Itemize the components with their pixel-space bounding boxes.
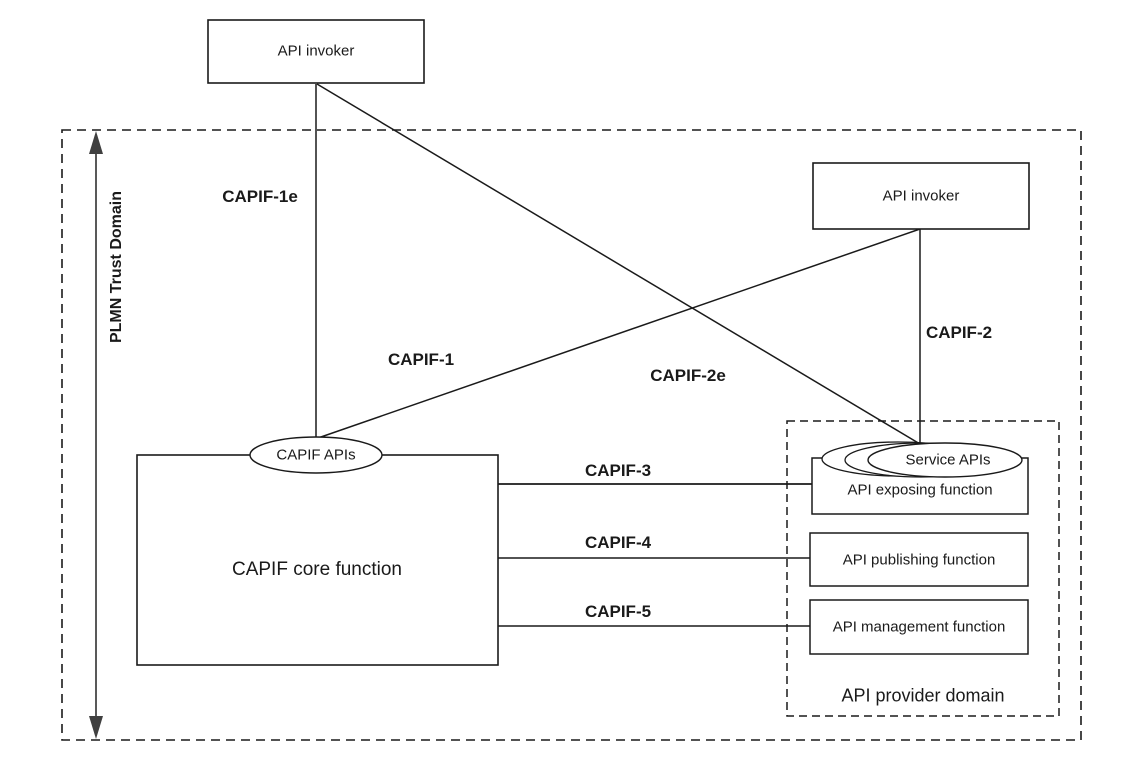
arrow-up-icon xyxy=(89,131,103,154)
service-apis-label: Service APIs xyxy=(905,451,991,469)
arrow-down-icon xyxy=(89,716,103,739)
api-invoker-internal-box xyxy=(812,162,1030,230)
capif-1-link xyxy=(317,228,921,439)
capif-core-function-box xyxy=(136,454,499,666)
plmn-trust-domain-label: PLMN Trust Domain xyxy=(108,190,125,344)
api-publishing-function-label: API publishing function xyxy=(842,551,996,569)
capif-apis-label: CAPIF APIs xyxy=(276,446,356,464)
api-invoker-external-box xyxy=(207,19,425,84)
capif-apis-ellipse xyxy=(249,436,383,474)
api-invoker-external-label: API invoker xyxy=(277,42,355,60)
capif-1e-label: CAPIF-1e xyxy=(222,187,298,206)
api-publishing-function-box xyxy=(809,532,1029,587)
capif-3-label: CAPIF-3 xyxy=(584,461,652,480)
api-management-function-box xyxy=(809,599,1029,655)
capif-2-label: CAPIF-2 xyxy=(925,323,993,342)
capif-1-label: CAPIF-1 xyxy=(387,350,455,369)
capif-core-function-label: CAPIF core function xyxy=(231,559,403,580)
capif-2e-label: CAPIF-2e xyxy=(650,366,726,385)
api-management-function-label: API management function xyxy=(832,618,1006,636)
api-exposing-function-label: API exposing function xyxy=(847,481,993,499)
api-provider-domain-boundary xyxy=(786,420,1060,717)
service-apis-ellipse-front xyxy=(867,442,1023,478)
capif-4-label: CAPIF-4 xyxy=(584,533,652,552)
capif-2e-link xyxy=(316,83,921,445)
capif-5-label: CAPIF-5 xyxy=(584,602,652,621)
plmn-trust-domain-boundary xyxy=(61,129,1082,741)
api-provider-domain-label: API provider domain xyxy=(841,685,1005,706)
api-invoker-internal-label: API invoker xyxy=(882,187,960,205)
